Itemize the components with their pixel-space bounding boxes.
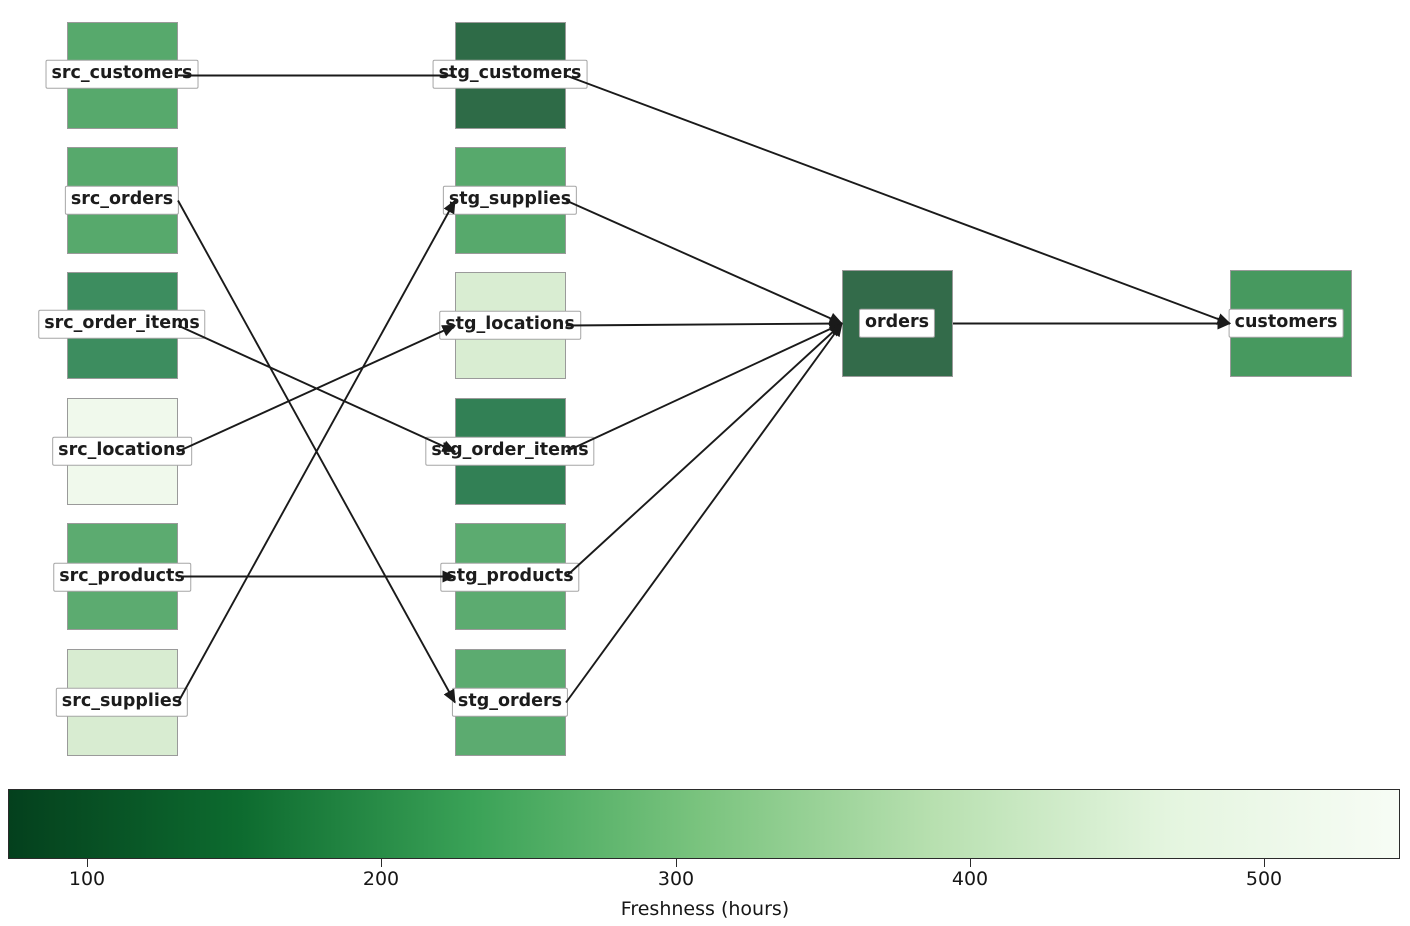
colorbar-axis-label: Freshness (hours)	[620, 898, 790, 920]
node-label-orders[interactable]: orders	[858, 308, 936, 338]
node-label-src_supplies[interactable]: src_supplies	[55, 687, 189, 717]
node-label-stg_locations[interactable]: stg_locations	[439, 310, 581, 340]
colorbar-tick-label: 100	[68, 868, 106, 890]
node-label-stg_supplies[interactable]: stg_supplies	[442, 185, 578, 215]
colorbar-tick-mark	[87, 859, 88, 867]
edge-stg_order_items-to-orders	[565, 322, 843, 453]
colorbar-tick-mark	[676, 859, 677, 867]
edge-stg_locations-to-orders	[565, 317, 844, 330]
colorbar: 100 200 300 400 500 Freshness (hours)	[0, 780, 1410, 926]
edge-stg_customers-to-customers	[565, 74, 1232, 325]
node-label-stg_products[interactable]: stg_products	[440, 562, 580, 592]
node-label-stg_customers[interactable]: stg_customers	[432, 59, 588, 89]
colorbar-tick-label: 300	[657, 868, 695, 890]
colorbar-tick-mark	[381, 859, 382, 867]
node-label-src_customers[interactable]: src_customers	[45, 59, 199, 89]
node-label-src_products[interactable]: src_products	[53, 562, 191, 592]
edge-stg_products-to-orders	[565, 322, 843, 578]
edge-src_supplies-to-stg_supplies	[177, 199, 456, 703]
edge-stg_orders-to-orders	[565, 322, 843, 704]
colorbar-tick-mark	[970, 859, 971, 867]
edge-layer	[177, 74, 1232, 704]
node-label-stg_orders[interactable]: stg_orders	[451, 687, 569, 717]
colorbar-tick-label: 200	[362, 868, 400, 890]
node-label-src_order_items[interactable]: src_order_items	[38, 309, 206, 339]
colorbar-tick-label: 500	[1245, 868, 1283, 890]
edge-src_locations-to-stg_locations	[177, 324, 456, 453]
node-label-src_locations[interactable]: src_locations	[52, 436, 192, 466]
node-label-src_orders[interactable]: src_orders	[64, 185, 180, 215]
edge-stg_supplies-to-orders	[565, 199, 843, 325]
colorbar-tick-mark	[1264, 859, 1265, 867]
node-label-customers[interactable]: customers	[1228, 308, 1344, 338]
colorbar-gradient	[8, 789, 1400, 859]
colorbar-tick-label: 400	[951, 868, 989, 890]
